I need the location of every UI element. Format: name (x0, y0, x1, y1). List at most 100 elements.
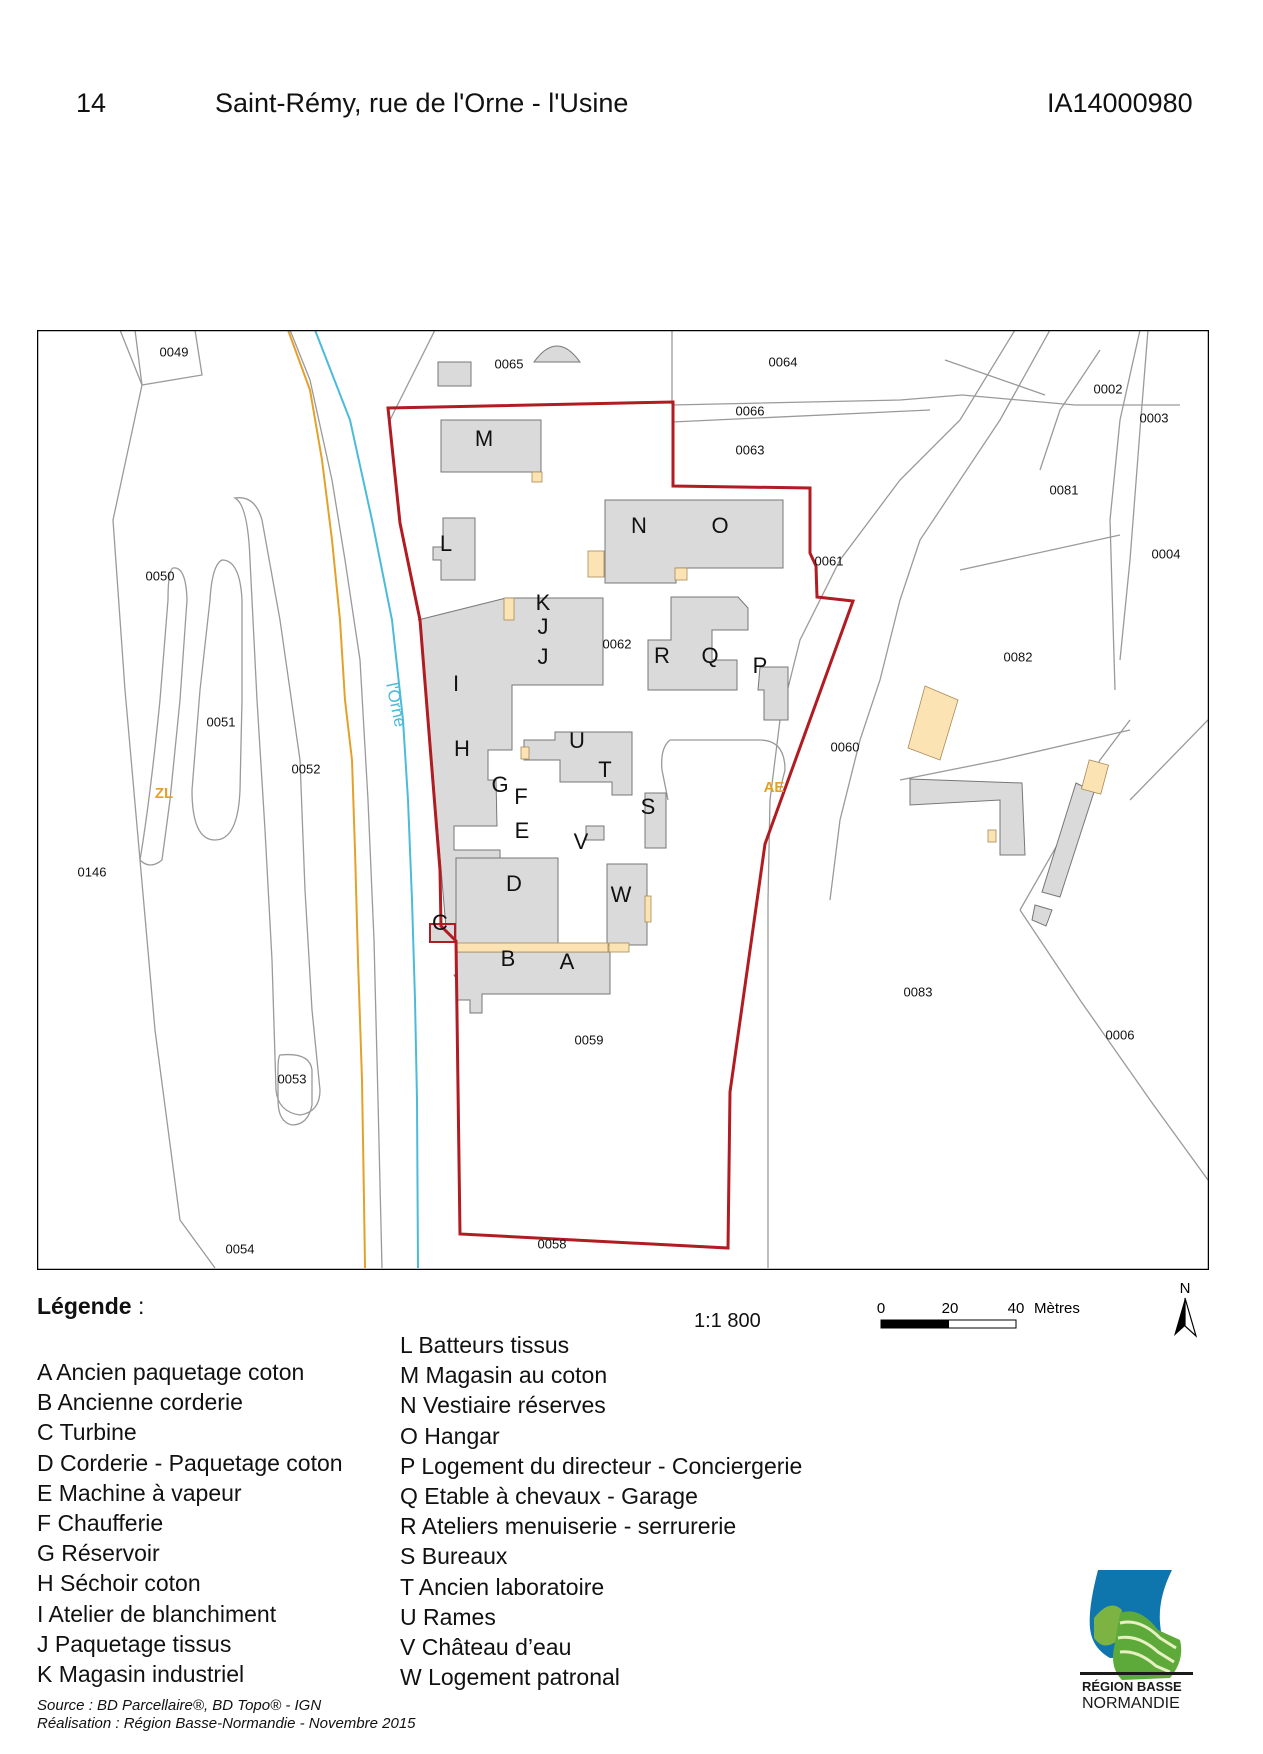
legend-item: F Chaufferie (37, 1510, 164, 1537)
legend-item: C Turbine (37, 1419, 137, 1446)
building-label: A (560, 949, 575, 974)
parcel-label: 0049 (160, 344, 189, 359)
legend-item: H Séchoir coton (37, 1570, 201, 1597)
legend-item: U Rames (400, 1603, 496, 1630)
legend-item: K Magasin industriel (37, 1661, 245, 1688)
map-sources: Source : BD Parcellaire®, BD Topo® - IGN… (37, 1697, 416, 1733)
building-label: W (611, 882, 632, 907)
building-label: L (440, 531, 452, 556)
credit-line: Réalisation : Région Basse-Normandie - N… (37, 1715, 416, 1732)
scale-unit: Mètres (1034, 1300, 1080, 1317)
scale-bar: 0 20 40 Mètres (877, 1300, 1080, 1329)
parcel-label: 0062 (603, 636, 632, 651)
parcel-label: 0081 (1050, 482, 1079, 497)
logo-line-1: RÉGION BASSE (1082, 1679, 1182, 1694)
building-label: N (631, 513, 647, 538)
legend-item: P Logement du directeur - Conciergerie (400, 1452, 803, 1479)
building-label: B (501, 946, 516, 971)
parcel-label: 0054 (226, 1241, 255, 1256)
buildings (417, 345, 1095, 1014)
map-labels: 0049 0065 0064 0066 0063 0002 0003 0081 0004 0061… (78, 344, 1181, 1256)
source-line: Source : BD Parcellaire®, BD Topo® - IGN (37, 1697, 322, 1714)
legend-item: V Château d’eau (400, 1634, 572, 1661)
building-label: O (711, 513, 728, 538)
building-label: J (538, 644, 549, 669)
page-number: 14 (76, 88, 107, 118)
building-label: V (574, 829, 589, 854)
legend-item: R Ateliers menuiserie - serrurerie (400, 1513, 737, 1540)
legend-item: O Hangar (400, 1422, 500, 1449)
legend-item: E Machine à vapeur (37, 1479, 242, 1506)
legend-item: I Atelier de blanchiment (37, 1600, 277, 1627)
building-label: F (514, 784, 527, 809)
building-label: C (432, 910, 448, 935)
parcel-label: 0052 (292, 761, 321, 776)
building-label: P (753, 653, 768, 678)
parcel-label: 0002 (1094, 381, 1123, 396)
building-label: M (475, 426, 493, 451)
legend-item: B Ancienne corderie (37, 1389, 243, 1416)
building-label: J (538, 614, 549, 639)
legend-item: N Vestiaire réserves (400, 1392, 606, 1419)
parcel-label: 0082 (1004, 649, 1033, 664)
building-label: G (491, 772, 508, 797)
legend-item: W Logement patronal (400, 1664, 620, 1691)
scale-ratio: 1:1 800 (694, 1310, 761, 1332)
parcel-label: 0003 (1140, 410, 1169, 425)
building-label: S (641, 794, 656, 819)
annex-buildings (455, 471, 1110, 953)
parcel-label: 0004 (1152, 546, 1181, 561)
building-label: D (506, 871, 522, 896)
building-label: T (598, 757, 611, 782)
building-label: K (536, 590, 551, 615)
parcel-label: 0083 (904, 984, 933, 999)
building-label: E (515, 818, 530, 843)
parcel-label: 0058 (538, 1236, 567, 1251)
logo-line-2: NORMANDIE (1082, 1695, 1180, 1712)
parcel-label: 0053 (278, 1071, 307, 1086)
section-label: AE (764, 779, 785, 796)
legend-item: A Ancien paquetage coton (37, 1359, 305, 1385)
building-label: R (654, 643, 670, 668)
legend-title: Légende : (37, 1293, 144, 1320)
building-label: U (569, 728, 585, 753)
parcel-label: 0061 (815, 553, 844, 568)
legend-left-column: A Ancien paquetage coton B Ancienne corde… (37, 1357, 343, 1689)
legend-item: G Réservoir (37, 1540, 160, 1567)
parcel-label: 0051 (207, 714, 236, 729)
parcel-label: 0065 (495, 356, 524, 371)
parcel-label: 0063 (736, 442, 765, 457)
parcel-label: 0146 (78, 864, 107, 879)
page-title: Saint-Rémy, rue de l'Orne - l'Usine (215, 88, 629, 118)
parcel-label: 0050 (146, 568, 175, 583)
scale-tick-20: 20 (942, 1300, 959, 1317)
turbine-building (429, 923, 456, 943)
legend-item: Q Etable à chevaux - Garage (400, 1483, 698, 1510)
north-arrow-icon: N (1174, 1280, 1198, 1338)
orne-river (314, 331, 419, 1269)
parcel-label: 0066 (736, 403, 765, 418)
inventory-reference: IA14000980 (1047, 88, 1193, 118)
parcel-label: 0060 (831, 739, 860, 754)
parcel-label: 0064 (769, 354, 798, 369)
section-label: ZL (155, 785, 173, 802)
cadastral-map: 0049 0065 0064 0066 0063 0002 0003 0081 0004 0061… (37, 330, 1209, 1270)
section-boundary-line (287, 331, 366, 1269)
legend-title-text: Légende (37, 1293, 132, 1319)
building-label: I (453, 671, 459, 696)
north-label: N (1180, 1280, 1191, 1297)
region-basse-normandie-logo: RÉGION BASSE NORMANDIE (1080, 1570, 1193, 1712)
parcel-boundaries (112, 331, 1208, 1269)
parcel-label: 0059 (575, 1032, 604, 1047)
legend-item: M Magasin au coton (400, 1362, 608, 1389)
study-area-boundary (386, 400, 856, 1250)
building-label: Q (701, 643, 718, 668)
legend-title-suffix: : (131, 1293, 145, 1319)
legend-item: S Bureaux (400, 1543, 508, 1570)
scale-tick-0: 0 (877, 1300, 885, 1317)
legend-item: J Paquetage tissus (37, 1630, 232, 1657)
building-label: H (454, 736, 470, 761)
scale-segment-filled (881, 1320, 949, 1328)
legend-item: T Ancien laboratoire (400, 1573, 605, 1600)
